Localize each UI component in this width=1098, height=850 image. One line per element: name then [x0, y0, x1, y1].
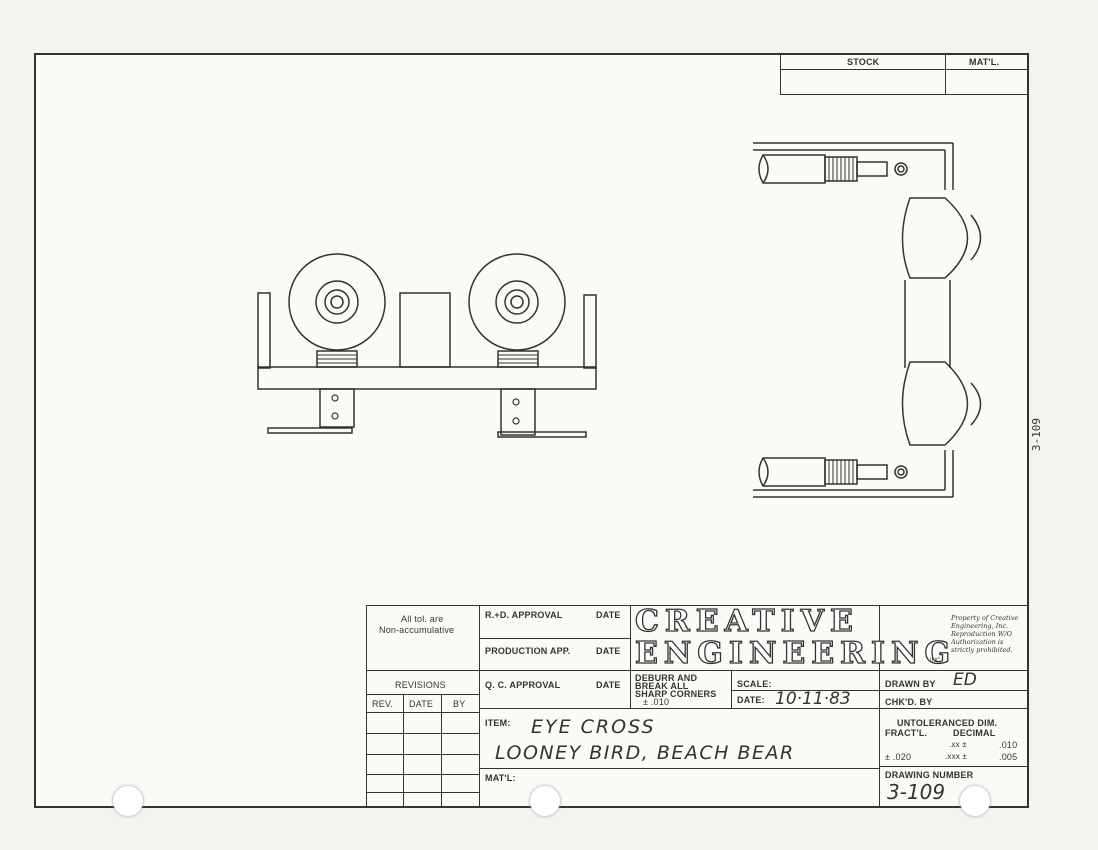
notice-line: Engineering, Inc. — [951, 622, 1009, 630]
rd-approval-label: R.+D. APPROVAL — [485, 610, 563, 620]
xxx-label: .xxx ± — [945, 752, 968, 761]
company-logo-line1: CREATIVE — [634, 603, 859, 639]
stock-box: STOCK MAT'L. — [780, 53, 1029, 95]
revisions-title: REVISIONS — [395, 680, 446, 690]
tolerance-note-line1: All tol. are — [401, 614, 444, 624]
item-label: ITEM: — [485, 718, 511, 728]
production-approval-date-label: DATE — [596, 646, 621, 656]
drawn-by-value: ED — [953, 670, 977, 690]
revisions-date-header: DATE — [409, 699, 434, 709]
item-line2: LOONEY BIRD, BEACH BEAR — [495, 742, 795, 764]
fractional-label: FRACT'L. — [885, 728, 928, 738]
production-approval-label: PRODUCTION APP. — [485, 646, 571, 656]
deburr-line1: DEBURR AND — [635, 673, 698, 683]
deburr-note: DEBURR AND BREAK ALL SHARP CORNERS ± .01… — [635, 673, 717, 707]
binder-hole — [530, 786, 560, 816]
tolerance-note-line2: Non-accumulative — [379, 625, 455, 635]
notice-line: strictly prohibited. — [951, 646, 1013, 654]
drawing-number-value: 3-109 — [887, 780, 946, 804]
rd-approval-date-label: DATE — [596, 610, 621, 620]
decimal-label: DECIMAL — [953, 728, 996, 738]
drawing-number-label: DRAWING NUMBER — [885, 770, 974, 780]
proprietary-notice: Property of Creative Engineering, Inc. R… — [951, 614, 1018, 654]
notice-line: Reproduction W/O — [951, 630, 1012, 638]
xx-label: .xx ± — [949, 740, 967, 749]
fractional-value: ± .020 — [885, 752, 912, 762]
matl-label: MAT'L: — [485, 773, 516, 783]
xx-value: .010 — [999, 740, 1018, 750]
stock-label: STOCK — [847, 57, 880, 67]
qc-approval-label: Q. C. APPROVAL — [485, 680, 561, 690]
revisions-by-header: BY — [453, 699, 466, 709]
side-drawing-label: 3-109 — [1030, 417, 1044, 452]
company-inc: INC — [930, 658, 941, 664]
binder-hole — [960, 786, 990, 816]
chkd-by-label: CHK'D. BY — [885, 697, 933, 707]
notice-line: Property of Creative — [951, 614, 1019, 622]
date-value: 10·11·83 — [775, 689, 851, 709]
xxx-value: .005 — [999, 752, 1018, 762]
deburr-tol: ± .010 — [643, 697, 670, 707]
company-logo-line2: ENGINEERING — [634, 635, 957, 671]
deburr-line2: BREAK ALL — [635, 681, 689, 691]
deburr-line3: SHARP CORNERS — [635, 689, 717, 699]
title-block: All tol. are Non-accumulative REVISIONS … — [366, 603, 1029, 808]
scale-label: SCALE: — [737, 679, 772, 689]
item-line1: EYE CROSS — [531, 716, 656, 738]
untoleranced-title: UNTOLERANCED DIM. — [897, 718, 998, 728]
notice-line: Authorization is — [951, 638, 1004, 646]
front-view-drawing — [257, 253, 597, 438]
drawing-sheet — [34, 53, 1029, 808]
revisions-rev-header: REV. — [372, 699, 393, 709]
date-label: DATE: — [737, 695, 765, 705]
drawn-by-label: DRAWN BY — [885, 679, 936, 689]
qc-approval-date-label: DATE — [596, 680, 621, 690]
side-view-drawing — [753, 142, 982, 498]
matl-header-label: MAT'L. — [969, 57, 1000, 67]
binder-hole — [113, 786, 143, 816]
